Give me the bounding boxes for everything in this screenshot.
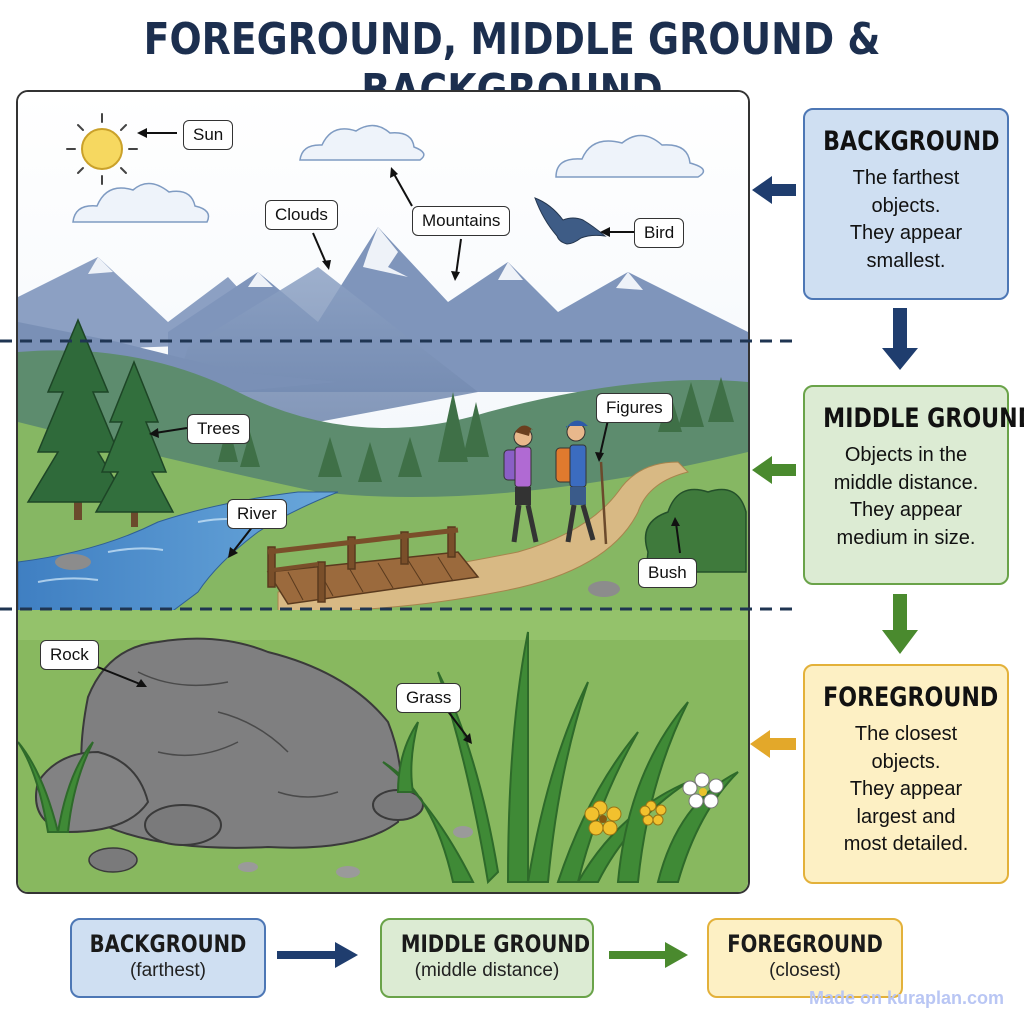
middle-ground-line: They appear [849,499,963,521]
foreground-line: They appear [849,778,963,800]
watermark: Made on kuraplan.com [808,988,1004,1008]
foreground-line: The closest [854,723,958,745]
bush-icon [644,488,747,573]
distant-trees [218,377,734,482]
label-sun: Sun [183,120,234,150]
landscape-scene [16,90,750,894]
sequence-heading: MIDDLE GROUND [400,930,591,958]
sequence-middle-ground: MIDDLE GROUND (middle distance) [380,918,594,998]
sun-icon [66,113,138,185]
sequence-subtitle: (middle distance) [414,960,560,981]
sequence-subtitle: (closest) [769,960,841,981]
sequence-foreground: FOREGROUND (closest) [707,918,903,998]
arrow-left-icon [750,176,796,758]
middle-ground-line: medium in size. [836,526,976,549]
cloud-icon [72,124,705,223]
label-rock: Rock [40,640,99,670]
background-heading: BACKGROUND [823,126,1000,157]
middle-ground-description: Objects in the middle distance. They app… [805,442,1007,552]
flower-icon [584,772,724,836]
middle-ground-panel: MIDDLE GROUND Objects in the middle dist… [803,385,1024,585]
background-line: smallest. [866,249,946,272]
middle-ground-heading: MIDDLE GROUND [823,403,1024,434]
label-clouds: Clouds [265,200,338,230]
background-line: They appear [849,222,963,244]
background-line: objects. [871,194,941,217]
label-trees: Trees [187,414,250,444]
sequence-heading: BACKGROUND [89,930,247,958]
bridge [266,526,480,605]
bird-icon [534,197,607,245]
hiker-figures [503,420,608,545]
foreground-panel: FOREGROUND The closest objects. They app… [803,664,1009,884]
label-grass: Grass [396,683,462,713]
middle-ground-line: Objects in the [844,444,968,466]
background-panel: BACKGROUND The farthest objects. They ap… [803,108,1009,300]
sequence-heading: FOREGROUND [727,930,883,958]
background-line: The farthest [852,167,960,189]
label-bird: Bird [634,218,685,248]
label-river: River [227,499,287,529]
tree-icon [26,318,175,527]
foreground-line: objects. [871,750,941,773]
foreground-line: most detailed. [843,833,969,855]
sequence-background: BACKGROUND (farthest) [70,918,266,998]
foreground-line: largest and [856,805,956,828]
background-description: The farthest objects. They appear smalle… [805,165,1007,275]
label-mountains: Mountains [412,206,511,236]
label-bush: Bush [638,558,697,588]
sequence-subtitle: (farthest) [129,960,207,981]
middle-ground-line: middle distance. [833,471,979,494]
label-figures: Figures [596,393,673,423]
rock-icon [35,637,424,873]
foreground-description: The closest objects. They appear largest… [805,721,1007,859]
foreground-heading: FOREGROUND [823,682,999,713]
grass-icon [18,631,739,885]
